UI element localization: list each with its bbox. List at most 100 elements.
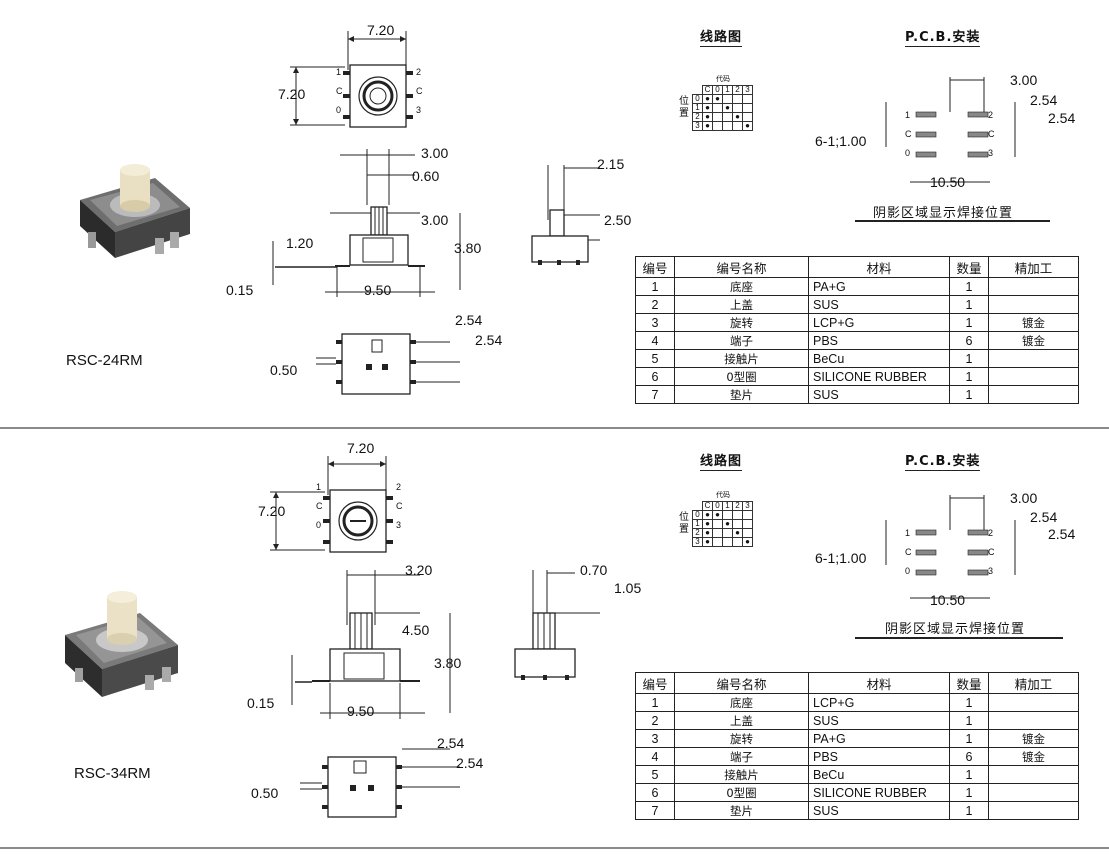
model-name: RSC-34RM bbox=[74, 765, 151, 782]
front-dim-3: 3.80 bbox=[434, 655, 462, 671]
side-dim-1: 0.70 bbox=[580, 562, 608, 578]
pcb-note-underline bbox=[855, 637, 1063, 639]
pin-label: C bbox=[336, 86, 343, 96]
bom-col-material: 材料 bbox=[808, 672, 950, 694]
front-dim-2: 4.50 bbox=[402, 622, 430, 638]
pin-label: C bbox=[416, 86, 423, 96]
circuit-col: 3 bbox=[742, 85, 753, 95]
bottom-dim-1: 2.54 bbox=[455, 312, 483, 328]
product-photo bbox=[80, 164, 190, 258]
pcb-layout-drawing bbox=[885, 77, 1016, 183]
pcb-dim-hole: 6-1;1.00 bbox=[815, 133, 867, 149]
pin-label: 0 bbox=[905, 566, 911, 576]
pcb-dim-254b: 2.54 bbox=[1048, 526, 1076, 542]
circuit-code-label: 代码 bbox=[716, 491, 730, 499]
pin-label: 1 bbox=[905, 528, 911, 538]
pcb-pin-labels-right: 2 C 3 bbox=[988, 524, 995, 581]
bom-col-part: 编号名称 bbox=[674, 256, 809, 278]
pin-label: 2 bbox=[396, 482, 402, 492]
front-dim-2: 0.60 bbox=[412, 168, 440, 184]
top-height-dim: 7.20 bbox=[278, 86, 306, 102]
front-dim-1: 3.20 bbox=[405, 562, 433, 578]
top-width-dim: 7.20 bbox=[367, 22, 395, 38]
pcb-dim-300: 3.00 bbox=[1010, 72, 1038, 88]
front-dim-5: 9.50 bbox=[347, 703, 375, 719]
bottom-dim-1: 2.54 bbox=[437, 735, 465, 751]
circuit-title: 线路图 bbox=[700, 26, 743, 47]
top-pin-labels-left: 1 C 0 bbox=[316, 478, 323, 535]
pin-label: 2 bbox=[988, 528, 994, 538]
pcb-dim-1050: 10.50 bbox=[930, 592, 966, 608]
circuit-col: 2 bbox=[732, 501, 743, 511]
bottom-dim-2: 2.54 bbox=[456, 755, 484, 771]
pin-label: 3 bbox=[988, 566, 994, 576]
product-section-1: RSC-24RM 7.20 7.20 2 C 3 1 C 0 bbox=[0, 0, 1109, 425]
front-dim-4: 0.15 bbox=[247, 695, 275, 711]
pcb-dim-1050: 10.50 bbox=[930, 174, 966, 190]
pin-label: 2 bbox=[416, 67, 422, 77]
model-name: RSC-24RM bbox=[66, 352, 143, 369]
circuit-title: 线路图 bbox=[700, 450, 743, 471]
pin-label: C bbox=[988, 129, 995, 139]
front-dim-3: 3.00 bbox=[421, 212, 449, 228]
front-dim-1: 3.00 bbox=[421, 145, 449, 161]
top-pin-labels-right: 2 C 3 bbox=[416, 63, 423, 120]
circuit-position-label: 位置 bbox=[679, 96, 689, 119]
circuit-col: 1 bbox=[722, 85, 733, 95]
bom-col-qty: 数量 bbox=[949, 256, 989, 278]
front-view-drawing bbox=[291, 570, 451, 719]
pcb-dim-hole: 6-1;1.00 bbox=[815, 550, 867, 566]
front-dim-7: 9.50 bbox=[364, 282, 392, 298]
pcb-dim-254a: 2.54 bbox=[1030, 509, 1058, 525]
pcb-pin-labels-left: 1 C 0 bbox=[905, 106, 912, 163]
circuit-col: 2 bbox=[732, 85, 743, 95]
pin-label: 3 bbox=[988, 148, 994, 158]
bom-col-part: 编号名称 bbox=[674, 672, 809, 694]
pcb-title: P.C.B.安装 bbox=[905, 26, 981, 47]
side-dim-2: 2.50 bbox=[604, 212, 632, 228]
front-dim-6: 0.15 bbox=[226, 282, 254, 298]
top-view-drawing bbox=[290, 31, 413, 128]
pcb-pin-labels-left: 1 C 0 bbox=[905, 524, 912, 581]
circuit-col: 3 bbox=[742, 501, 753, 511]
pin-label: C bbox=[905, 129, 912, 139]
bottom-dim-3: 0.50 bbox=[270, 362, 298, 378]
side-view-drawing bbox=[531, 165, 600, 265]
pin-label: 0 bbox=[336, 105, 342, 115]
pcb-pin-labels-right: 2 C 3 bbox=[988, 106, 995, 163]
pcb-dim-254a: 2.54 bbox=[1030, 92, 1058, 108]
top-height-dim: 7.20 bbox=[258, 503, 286, 519]
bom-col-material: 材料 bbox=[808, 256, 950, 278]
pcb-layout-drawing bbox=[885, 495, 1016, 599]
pcb-dim-254b: 2.54 bbox=[1048, 110, 1076, 126]
side-view-drawing bbox=[514, 570, 600, 680]
bom-col-no: 编号 bbox=[635, 672, 675, 694]
side-dim-1: 2.15 bbox=[597, 156, 625, 172]
pcb-note: 阴影区域显示焊接位置 bbox=[873, 206, 1014, 221]
pin-label: 3 bbox=[396, 520, 402, 530]
pcb-title: P.C.B.安装 bbox=[905, 450, 981, 471]
section-divider bbox=[0, 847, 1109, 849]
bom-col-qty: 数量 bbox=[949, 672, 989, 694]
bom-col-finish: 精加工 bbox=[988, 256, 1079, 278]
pin-label: C bbox=[396, 501, 403, 511]
pcb-dim-300: 3.00 bbox=[1010, 490, 1038, 506]
circuit-code-label: 代码 bbox=[716, 75, 730, 83]
pin-label: 0 bbox=[905, 148, 911, 158]
top-width-dim: 7.20 bbox=[347, 440, 375, 456]
side-dim-2: 1.05 bbox=[614, 580, 642, 596]
